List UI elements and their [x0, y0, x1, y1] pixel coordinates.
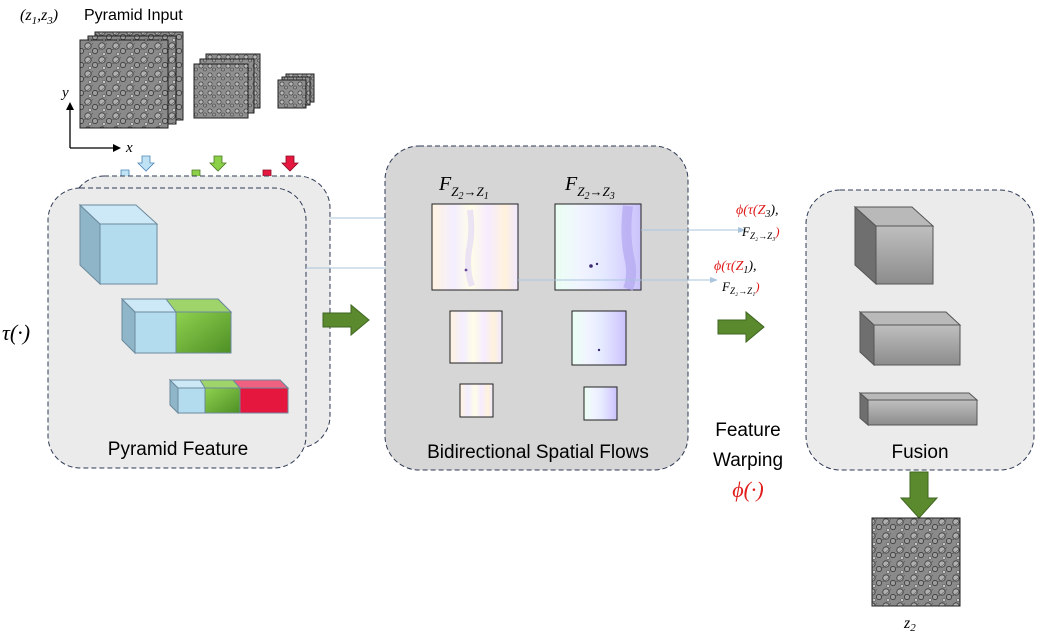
feature-block-blue-green-red — [168, 378, 290, 415]
pyramid-input-title: (z1,z3) Pyramid Input — [20, 7, 183, 27]
xy-axes: y x — [60, 85, 133, 156]
flow-map-z2-to-z3-medium — [571, 310, 627, 366]
flow-title-z2-to-z3: FZ2→Z3 — [564, 173, 615, 202]
flows-panel — [384, 145, 689, 471]
svg-text:FZ2→Z3: FZ2→Z3 — [564, 173, 615, 202]
flow-map-z2-to-z1-small — [459, 383, 494, 418]
svg-text:FZ₂→Z₁): FZ₂→Z₁) — [721, 279, 760, 296]
y-axis-label: y — [60, 85, 69, 101]
arrow-to-output — [899, 471, 939, 519]
output-image — [871, 517, 961, 607]
svg-text:ϕ(τ(Z3),: ϕ(τ(Z3), — [736, 203, 779, 220]
feature-block-blue-green — [120, 297, 233, 355]
warping-label-line2: Warping — [713, 450, 783, 471]
flow-map-z2-to-z3-small — [583, 386, 618, 421]
flow-map-z2-to-z1-medium — [449, 310, 503, 364]
arrow-to-fusion — [717, 310, 765, 344]
flow-map-z2-to-z3-large — [554, 203, 642, 291]
phi-operator: ϕ(·) — [732, 477, 764, 502]
pyramid-input-label: Pyramid Input — [84, 7, 183, 24]
pyramid-feature-label: Pyramid Feature — [108, 439, 248, 460]
output-label: z2 — [903, 615, 916, 632]
svg-text:ϕ(τ(Z1),: ϕ(τ(Z1), — [714, 259, 757, 276]
input-image-stack-medium — [193, 53, 261, 119]
input-image-stack-small — [277, 73, 315, 109]
flows-label: Bidirectional Spatial Flows — [427, 442, 649, 463]
fusion-block-small — [858, 391, 979, 427]
flow-title-z2-to-z1: FZ2→Z1 — [438, 173, 489, 202]
fusion-block-medium — [858, 310, 962, 367]
svg-text:(z1,z3): (z1,z3) — [20, 7, 58, 27]
warp-output-lines — [518, 227, 746, 283]
tau-operator: τ(·) — [2, 320, 30, 345]
warp-label-z1: ϕ(τ(Z1), FZ₂→Z₁) — [714, 259, 760, 296]
fusion-label: Fusion — [891, 442, 948, 463]
svg-text:FZ2→Z1: FZ2→Z1 — [438, 173, 489, 202]
fusion-cube-large — [853, 205, 935, 286]
warping-label-line1: Feature — [715, 420, 780, 441]
arrow-to-flows — [322, 303, 370, 337]
flow-map-z2-to-z1-large — [431, 203, 519, 291]
warp-label-z3: ϕ(τ(Z3), FZ₂→Z₃) — [736, 203, 780, 241]
feature-cube-blue — [78, 203, 159, 286]
svg-text:FZ₂→Z₃): FZ₂→Z₃) — [741, 224, 780, 241]
input-image-stack-large — [79, 31, 184, 129]
x-axis-label: x — [125, 140, 133, 156]
